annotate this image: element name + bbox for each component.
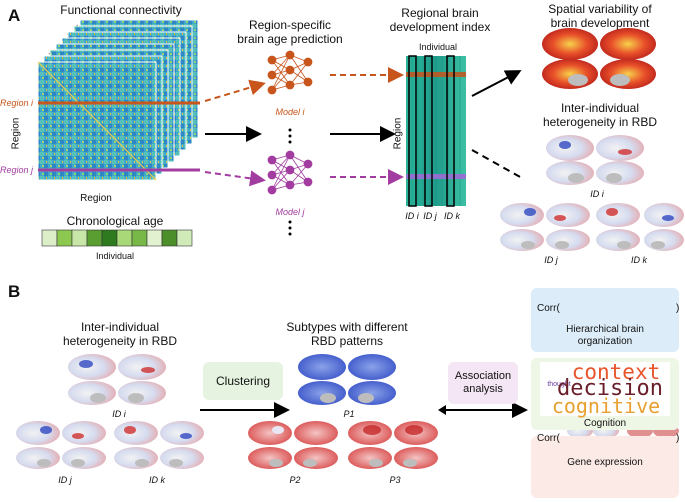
panel-a-letter: A	[8, 6, 21, 25]
hierarchical-box	[531, 288, 679, 352]
index-id-j: ID j	[423, 211, 437, 221]
a-hetero-title-line-2: heterogeneity in RBD	[542, 115, 658, 129]
subtype-p2-brain	[248, 421, 338, 469]
spatial-title: Spatial variability of brain development	[538, 2, 662, 30]
clustering-box	[203, 362, 283, 400]
hier-label-line-2: organization	[577, 336, 633, 347]
spatial-brains	[542, 28, 656, 89]
model-i-label: Model i	[275, 107, 305, 117]
development-index-matrix	[406, 55, 466, 207]
model-title-line-2: brain age prediction	[237, 32, 343, 46]
arrow-region-i-to-model	[204, 79, 266, 102]
model-title: Region-specific brain age prediction	[230, 18, 350, 46]
index-axis-individual: Individual	[418, 42, 458, 52]
model-ellipsis-dots	[288, 128, 292, 236]
cognition-word-cloud	[540, 362, 670, 416]
age-title: Chronological age	[66, 214, 164, 228]
age-axis-label: Individual	[95, 251, 135, 261]
hetero-brain-id-i	[546, 135, 644, 185]
spatial-title-line-1: Spatial variability of	[548, 2, 652, 16]
hier-corr-open: Corr(	[537, 303, 560, 314]
a-hetero-title: Inter-individual heterogeneity in RBD	[538, 101, 662, 129]
fc-stack-layers	[37, 19, 199, 181]
arrow-index-to-spatial	[471, 70, 522, 97]
arrow-region-j-to-model	[204, 170, 266, 187]
model-i-network	[267, 50, 313, 95]
age-bar-cell	[146, 229, 163, 247]
arrow-index-to-hetero	[471, 149, 523, 179]
model-j-network	[267, 150, 313, 195]
index-id-k: ID k	[443, 211, 460, 221]
model-title-line-1: Region-specific	[248, 18, 332, 32]
word-context: context	[571, 360, 661, 384]
b-brain-id-i	[68, 354, 166, 405]
subtypes-title-line-1: Subtypes with different	[286, 320, 408, 334]
region-j-label: Region j	[0, 165, 34, 175]
association-box	[448, 362, 518, 404]
age-bar-cell	[71, 229, 88, 247]
fc-axis-region-horizontal: Region	[80, 193, 112, 204]
a-brain-id-k-label: ID k	[630, 255, 647, 265]
subtype-p1-brain	[298, 354, 396, 405]
subtypes-title-line-2: RBD patterns	[310, 334, 384, 348]
b-brain-id-k	[114, 421, 204, 469]
b-brain-id-j	[16, 421, 106, 469]
p2-label: P2	[289, 475, 301, 485]
index-axis-region: Region	[392, 117, 404, 150]
index-title-line-1: Regional brain	[401, 6, 479, 20]
spatial-title-line-2: brain development	[550, 16, 650, 30]
fc-axis-region-vertical: Region	[10, 117, 22, 150]
a-brain-id-i-label: ID i	[590, 189, 604, 199]
clustering-label: Clustering	[215, 374, 271, 388]
hier-label-line-1: Hierarchical brain	[566, 324, 644, 335]
hetero-brain-id-k	[596, 203, 684, 251]
word-decision: decision	[557, 376, 663, 401]
p1-label: P1	[343, 409, 355, 419]
age-bar-cell	[101, 229, 118, 247]
arrow-association-head-left	[438, 405, 446, 415]
association-line-2: analysis	[463, 383, 503, 395]
age-bar	[41, 229, 193, 247]
age-bar-cell	[116, 229, 133, 247]
age-bar-cell	[86, 229, 103, 247]
b-hetero-title: Inter-individual heterogeneity in RBD	[58, 320, 182, 348]
hetero-brain-id-j	[500, 203, 590, 251]
b-hetero-title-line-2: heterogeneity in RBD	[62, 334, 178, 348]
region-i-label: Region i	[0, 98, 34, 108]
age-bar-cell	[41, 229, 58, 247]
subtype-p3-brain	[348, 421, 438, 469]
model-j-label: Model j	[275, 207, 305, 217]
age-bar-cell	[176, 229, 193, 247]
association-label: Association analysis	[448, 370, 518, 396]
b-hetero-title-line-1: Inter-individual	[80, 320, 160, 334]
word-thought: thought	[547, 381, 571, 388]
b-id-i: ID i	[112, 409, 126, 419]
a-hetero-title-line-1: Inter-individual	[560, 101, 640, 115]
age-bar-cell	[56, 229, 73, 247]
hier-label: Hierarchical brain organization	[531, 324, 679, 348]
index-title-line-2: development index	[389, 20, 491, 34]
gene-box	[531, 436, 679, 498]
cognition-label: Cognition	[583, 418, 627, 429]
b-id-k: ID k	[148, 475, 165, 485]
p3-label: P3	[389, 475, 401, 485]
index-title: Regional brain development index	[380, 6, 500, 34]
a-brain-id-j-label: ID j	[544, 255, 558, 265]
word-cognitive: cognitive	[551, 394, 661, 418]
age-bar-cell	[131, 229, 148, 247]
index-id-i: ID i	[405, 211, 419, 221]
fc-title: Functional connectivity	[60, 3, 182, 17]
b-id-j: ID j	[58, 475, 72, 485]
hier-corr-close: )	[676, 303, 680, 314]
panel-b-letter: B	[8, 282, 21, 301]
gene-corr-open: Corr(	[537, 433, 560, 444]
gene-corr-close: )	[676, 433, 680, 444]
gene-label: Gene expression	[567, 457, 643, 468]
association-line-1: Association	[454, 370, 512, 382]
age-bar-cell	[161, 229, 178, 247]
subtypes-title: Subtypes with different RBD patterns	[282, 320, 412, 348]
